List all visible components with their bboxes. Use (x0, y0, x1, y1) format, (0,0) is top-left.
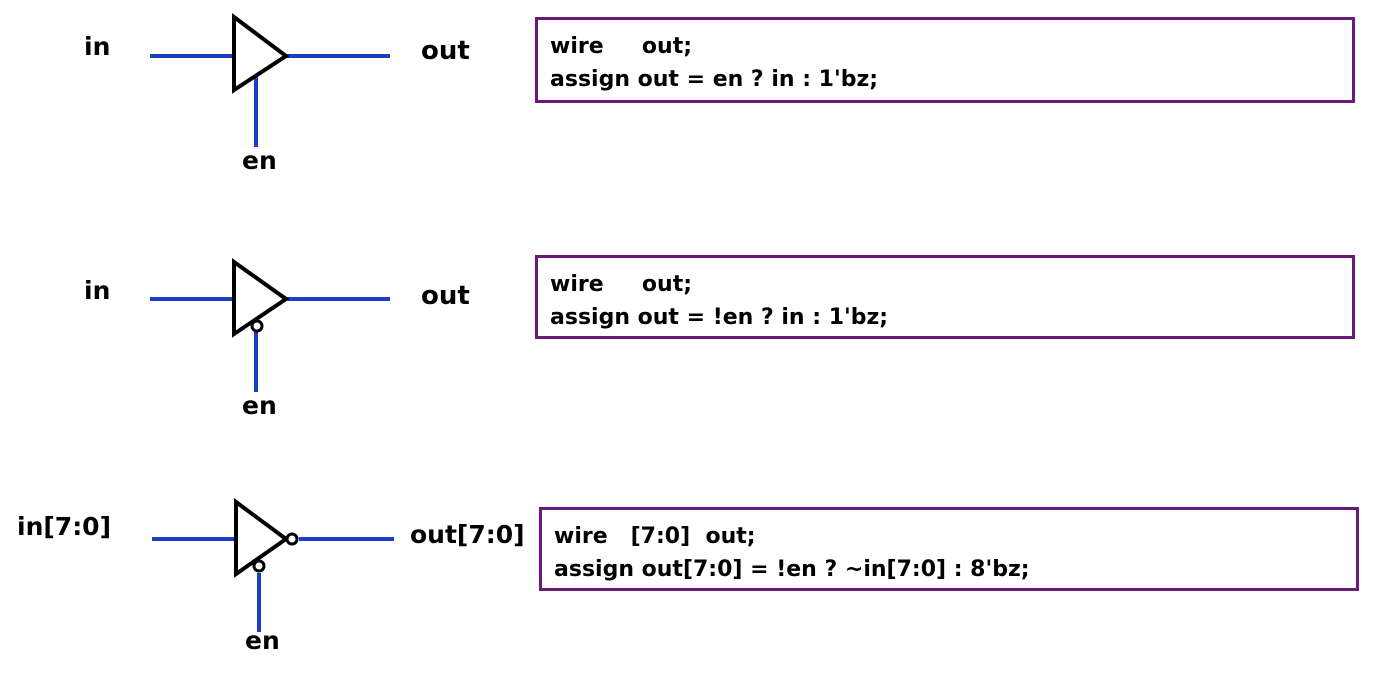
code-line: assign out = !en ? in : 1'bz; (550, 305, 889, 330)
code-line: assign out[7:0] = !en ? ~in[7:0] : 8'bz; (554, 557, 1030, 582)
buffer-3-code-box: wire [7:0] out; assign out[7:0] = !en ? … (539, 507, 1359, 591)
buffer-3-output-bubble (285, 532, 299, 546)
code-line: wire out; (550, 34, 693, 59)
code-line: wire [7:0] out; (554, 524, 756, 549)
buffer-2-enable-bubble (250, 319, 264, 333)
buffer-1-enable-label: en (242, 146, 277, 175)
buffer-2-output-label: out (421, 281, 470, 311)
buffer-3-triangle (234, 498, 290, 578)
buffer-2-enable-label: en (242, 391, 277, 420)
buffer-2-input-label: in (84, 276, 111, 305)
buffer-3-enable-bubble (252, 559, 266, 573)
buffer-3-input-label: in[7:0] (17, 512, 112, 541)
buffer-3 (152, 498, 394, 632)
buffer-1 (150, 13, 390, 147)
code-line: assign out = en ? in : 1'bz; (550, 67, 879, 92)
buffer-2-triangle (232, 258, 290, 338)
buffer-1-input-label: in (84, 32, 111, 61)
buffer-1-output-label: out (421, 36, 470, 66)
buffer-2 (150, 258, 390, 392)
buffer-1-code-box: wire out; assign out = en ? in : 1'bz; (535, 17, 1355, 103)
buffer-3-output-label: out[7:0] (410, 520, 525, 549)
buffer-1-triangle (232, 13, 290, 94)
buffer-2-code-box: wire out; assign out = !en ? in : 1'bz; (535, 255, 1355, 339)
code-line: wire out; (550, 272, 693, 297)
buffer-3-enable-label: en (245, 626, 280, 655)
